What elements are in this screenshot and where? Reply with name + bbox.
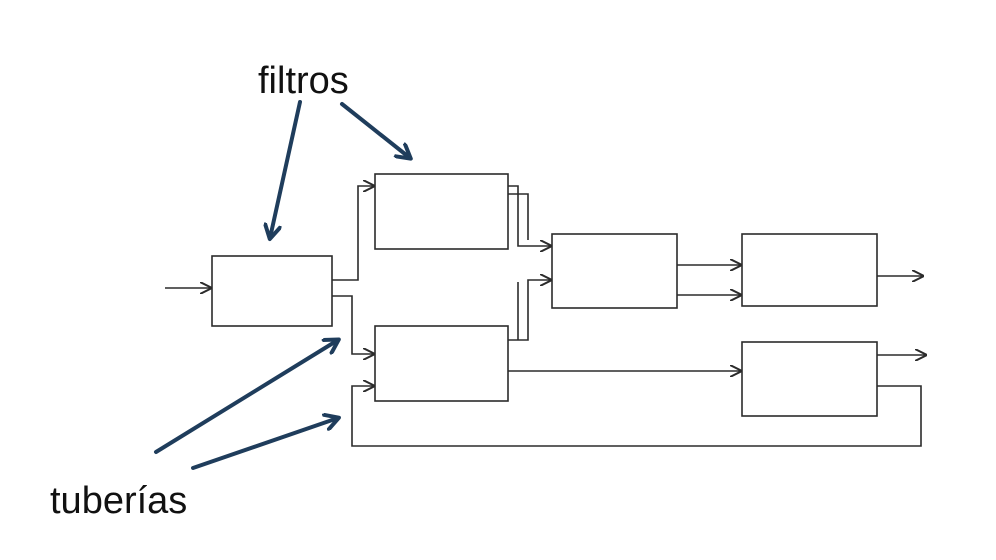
filter-box-5 [741,233,878,307]
pipe-3-to-4 [508,280,550,341]
filter-box-6 [741,341,878,417]
filter-box-4 [551,233,678,309]
pipe-1-to-2 [332,186,373,281]
filter-box-2 [374,173,509,250]
filters [211,173,878,417]
callouts [154,100,410,470]
pipe-2-to-4b [508,193,529,240]
filter-box-3 [374,325,509,402]
filters-label: filtros [258,60,349,102]
callout-arrow-pipe-2 [191,418,338,470]
filter-box-1 [211,255,333,327]
pipe-1-to-3 [332,295,373,354]
pipe-2-to-4a [508,185,550,246]
pipes-label: tuberías [50,480,188,522]
callout-arrow-pipe-1 [154,340,338,454]
callout-arrow-filter-2 [340,102,410,158]
callout-arrow-filter-1 [270,100,302,238]
pipes [165,185,925,447]
pipe-feedback-loop [351,386,922,447]
